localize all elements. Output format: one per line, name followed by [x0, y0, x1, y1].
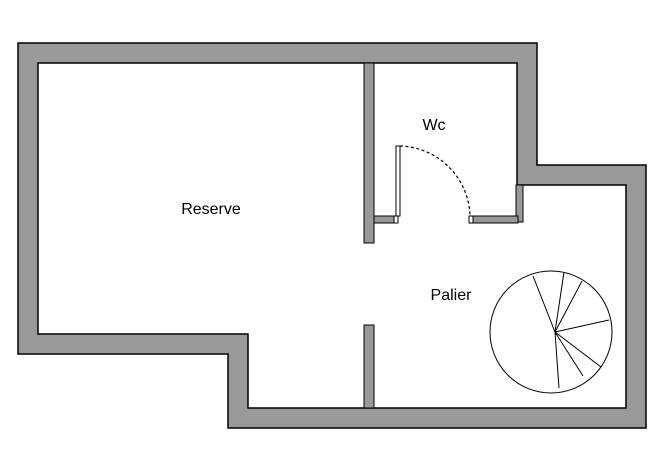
room-label-palier: Palier: [431, 287, 473, 304]
door-jamb-right: [468, 215, 474, 224]
wall-wc-inner-right: [515, 184, 524, 223]
room-label-wc: Wc: [422, 117, 445, 134]
wall-wc-reserve-upper: [363, 62, 375, 244]
spiral-staircase-icon: [489, 270, 613, 394]
outer-walls: [17, 42, 647, 429]
wall-wc-bottom-right: [472, 215, 519, 224]
wall-stub-lower: [363, 324, 375, 409]
wall-wc-bottom-left: [373, 215, 395, 224]
door-swing-icon: [395, 145, 471, 217]
room-label-reserve: Reserve: [181, 201, 241, 218]
door-jamb-left: [393, 215, 399, 224]
